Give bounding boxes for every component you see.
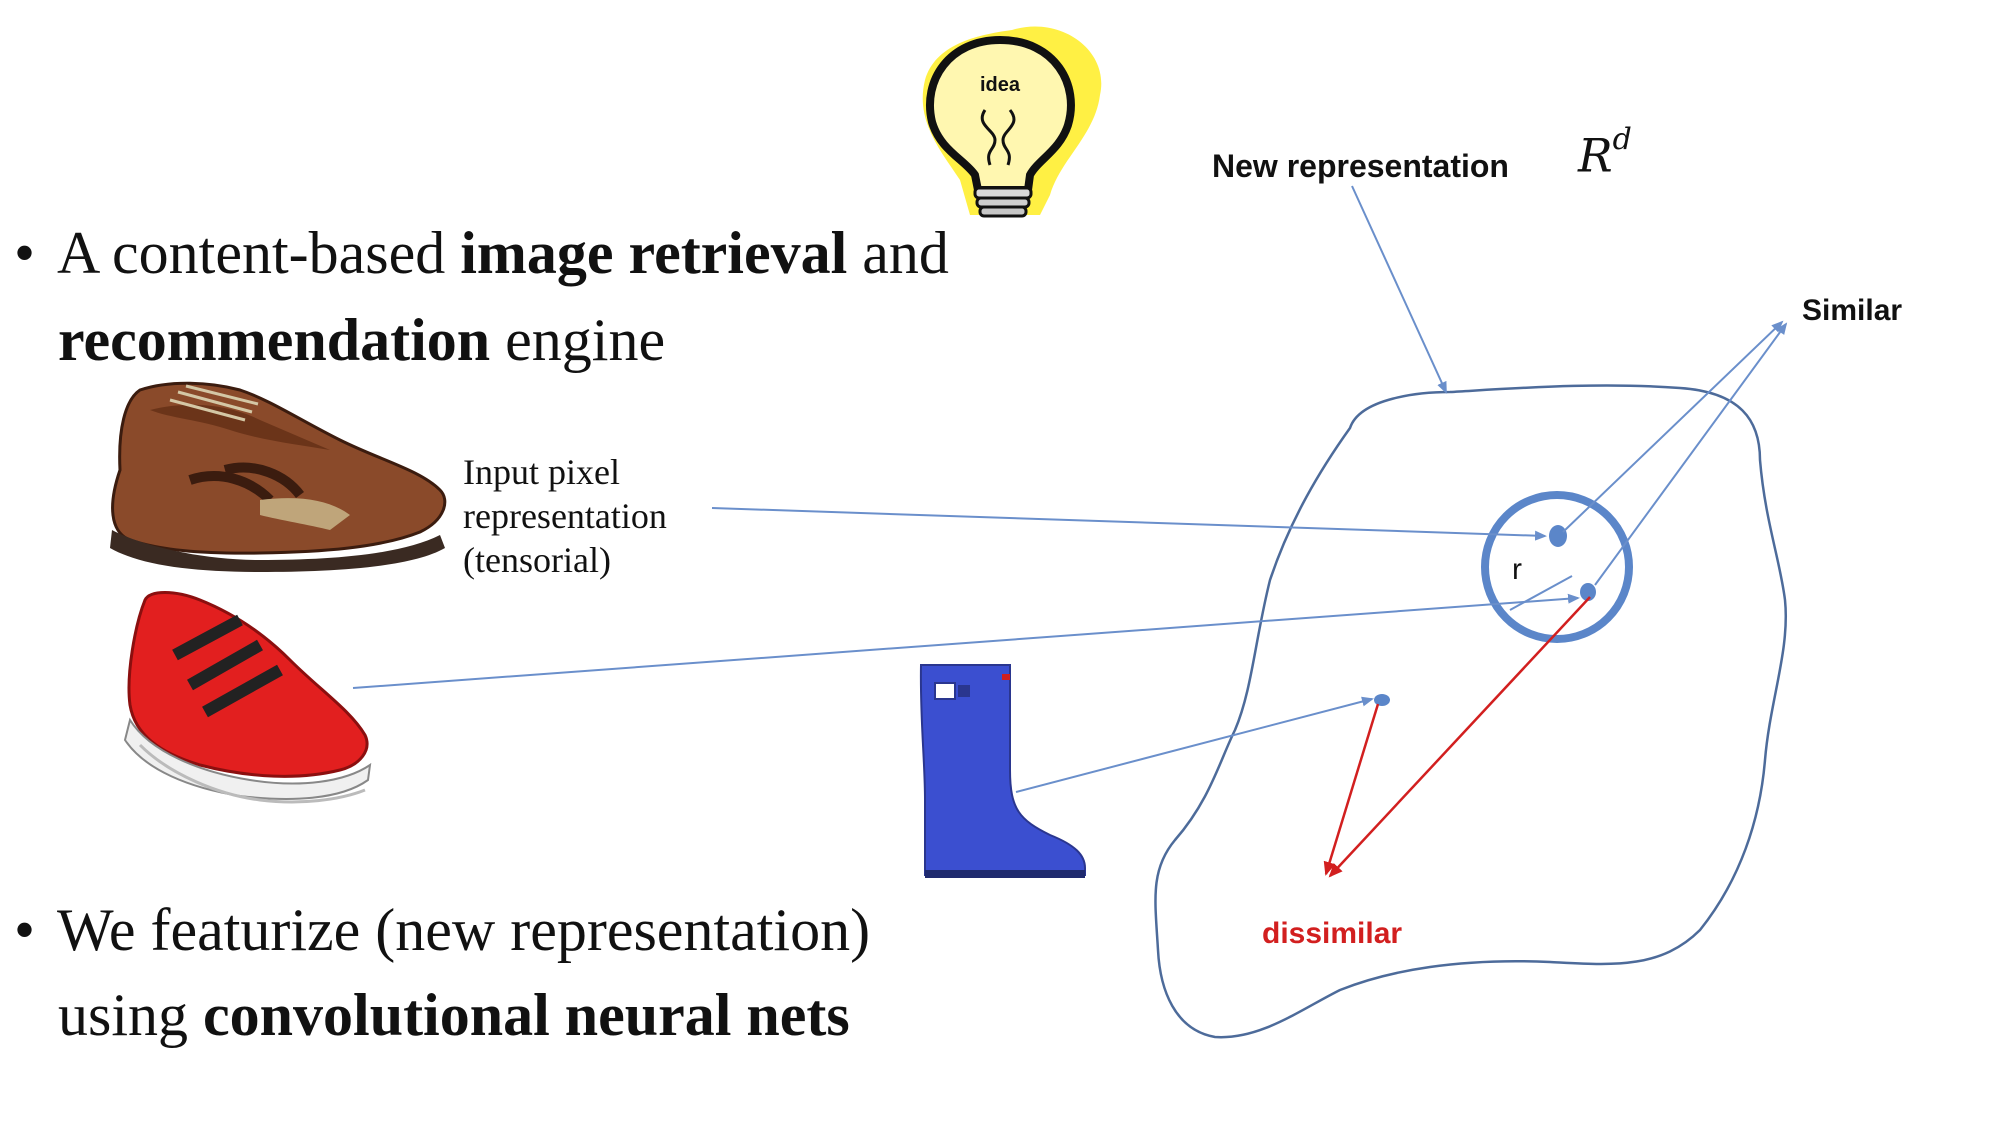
input-label-line-2: representation (463, 496, 667, 536)
bullet-1-line-2: recommendation engine (58, 310, 665, 370)
similar-label: Similar (1802, 294, 1903, 327)
bullet-1-text-post: and (847, 220, 949, 286)
dissimilar-label: dissimilar (1262, 917, 1403, 950)
space-symbol-base: R (1578, 128, 1613, 183)
feature-space-region (1154, 384, 1787, 1039)
space-label-arrow (1351, 185, 1447, 394)
similar-arrow-2 (1594, 322, 1788, 586)
bullet-2-line-2-bold: convolutional neural nets (203, 982, 850, 1048)
brown-shoe-point (1549, 525, 1567, 547)
input-label-line-3: (tensorial) (463, 540, 611, 580)
bullet-2-dot: • (14, 897, 36, 963)
input-representation-label: Input pixel representation (tensorial) (463, 450, 667, 582)
bullet-2-line-2: using convolutional neural nets (58, 985, 850, 1045)
dissimilar-arrow-2 (1323, 703, 1380, 876)
bullet-1-text-pre: A content-based (57, 220, 461, 286)
similar-arrow-1 (1562, 320, 1784, 533)
idea-label: idea (979, 74, 1021, 96)
new-representation-label: New representation (1212, 148, 1509, 184)
bullet-1-line-2-post: engine (490, 307, 666, 373)
red-sneaker-mapping-line (352, 593, 1580, 689)
radius-label: r (1512, 553, 1522, 586)
bullet-2-line-1: • We featurize (new representation) (14, 900, 870, 960)
brown-shoe-mapping-line (711, 507, 1547, 541)
space-symbol-exponent: d (1612, 122, 1632, 157)
dissimilar-arrow-1 (1328, 596, 1591, 878)
bullet-1-line-1: • A content-based image retrieval and (14, 223, 949, 283)
bullet-2-text-pre: We featurize (new representation) (57, 897, 871, 963)
neighborhood-circle (1481, 491, 1633, 643)
boot-mapping-line (1015, 696, 1374, 793)
space-symbol: Rd (1578, 122, 1632, 183)
red-sneaker-point (1580, 583, 1596, 601)
bullet-1-text-bold: image retrieval (460, 220, 848, 286)
boot-point (1374, 694, 1390, 706)
radius-line (1509, 575, 1573, 611)
bullet-1-dot: • (14, 220, 36, 286)
bullet-2-line-2-pre: using (58, 982, 204, 1048)
input-label-line-1: Input pixel (463, 452, 620, 492)
bullet-1-line-2-bold: recommendation (58, 307, 491, 373)
